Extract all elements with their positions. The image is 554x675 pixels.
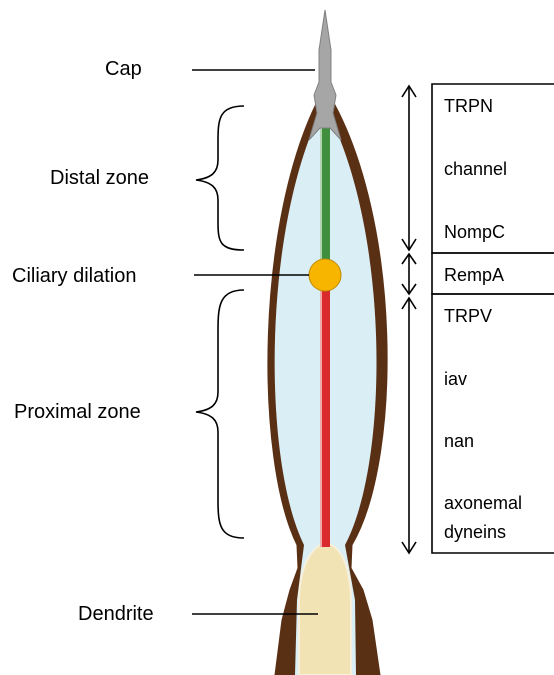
arrow-proximal (402, 298, 416, 553)
proximal-gene-nan: nan (444, 431, 474, 451)
distal-gene-trpn: TRPN (444, 96, 493, 116)
arrow-distal (402, 86, 416, 250)
proximal-gene-trpv: TRPV (444, 306, 492, 326)
dendrite (299, 543, 351, 675)
brace-proximal-zone (196, 290, 244, 538)
distal-gene-nompc: NompC (444, 222, 505, 242)
label-dendrite: Dendrite (78, 603, 154, 625)
proximal-gene-axonemal: axonemal (444, 493, 522, 513)
label-ciliary-dilation: Ciliary dilation (12, 265, 137, 287)
ciliary-dilation-body (309, 259, 341, 291)
label-cap: Cap (105, 58, 142, 80)
proximal-gene-iav: iav (444, 369, 467, 389)
distal-gene-channel: channel (444, 159, 507, 179)
box-proximal (432, 294, 554, 553)
arrow-dilation (402, 254, 416, 294)
label-distal-zone: Distal zone (50, 167, 149, 189)
label-proximal-zone: Proximal zone (14, 401, 141, 423)
brace-distal-zone (196, 106, 244, 250)
dilation-gene-rempa: RempA (444, 265, 504, 285)
proximal-gene-dyneins: dyneins (444, 522, 506, 542)
distal-cilium-edge-left (320, 118, 322, 270)
proximal-cilium-edge-left (320, 285, 322, 547)
